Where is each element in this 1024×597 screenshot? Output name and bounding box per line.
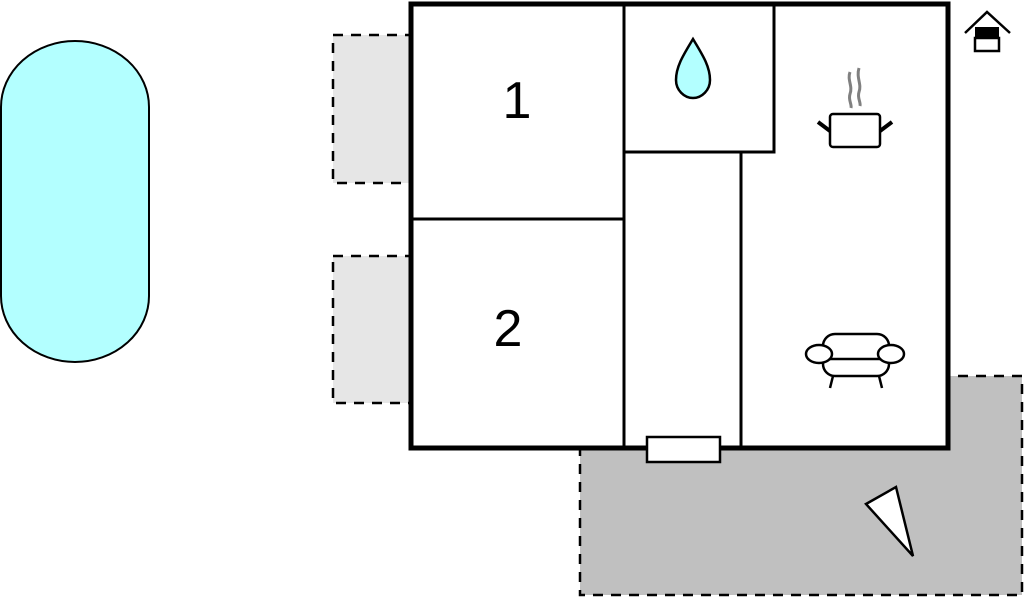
- sofa-icon: [804, 332, 906, 389]
- side-terrace-top: [331, 33, 412, 185]
- viewpoint-triangle-icon: [864, 485, 915, 557]
- water-drop-icon: [674, 36, 712, 100]
- interior-walls: [413, 4, 776, 448]
- room-label-1: 1: [503, 72, 532, 130]
- side-terrace-bottom: [331, 254, 412, 405]
- door-icon: [645, 435, 722, 464]
- cooking-pot-icon: [816, 67, 894, 149]
- swimming-pool: [0, 40, 150, 363]
- room-label-2: 2: [494, 300, 523, 358]
- house-orientation-icon: [964, 10, 1011, 53]
